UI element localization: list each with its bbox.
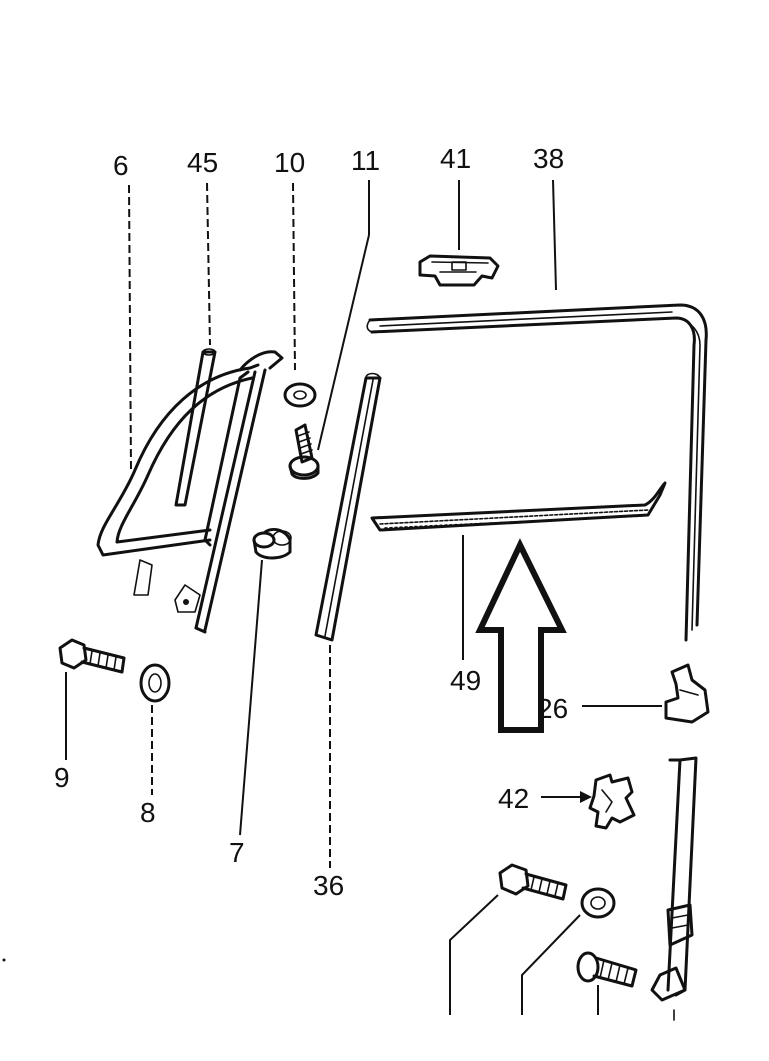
leader-bottom-bolt [449,894,499,1015]
leader-6 [128,184,132,471]
leader-11b [317,234,370,451]
label-part-45: 45 [187,147,218,178]
part-11-screw [288,423,320,480]
leader-45 [206,182,211,346]
leader-42-arrowhead [580,791,592,803]
part-bottom-screw [576,951,638,988]
leader-7 [239,559,263,836]
label-part-36: 36 [313,870,344,901]
label-part-42: 42 [498,783,529,814]
part-bottom-washer [580,887,616,919]
part-49-window-sealing-strip [370,481,667,532]
label-part-7: 7 [229,837,245,868]
part-bottom-bolt [498,863,568,901]
part-45-vent-rod [174,348,217,507]
leader-38 [552,179,557,291]
leader-lines [65,179,662,1015]
part-lower-window-rail [650,756,698,1021]
leader-bottom-washer [521,914,581,1015]
leader-10 [292,182,296,371]
part-8-washer [139,663,171,703]
part-38-window-channel [366,303,708,642]
label-part-49: 49 [450,665,481,696]
label-part-8: 8 [140,797,156,828]
label-part-41: 41 [440,143,471,174]
direction-arrow-up-icon [475,538,567,733]
label-part-9: 9 [54,762,70,793]
label-part-11: 11 [351,145,380,176]
part-36-seal-strip [314,372,382,642]
part-10-washer [283,382,317,408]
part-41-clip [418,254,500,287]
scan-speck [2,958,6,962]
part-6-vent-window-frame [96,350,284,634]
part-42-guide-block [588,773,636,830]
part-26-clip [664,663,710,724]
label-part-6: 6 [113,150,129,181]
part-9-bolt [58,638,126,674]
label-part-10: 10 [274,147,305,178]
part-7-bushing [252,528,292,560]
label-part-38: 38 [533,143,564,174]
